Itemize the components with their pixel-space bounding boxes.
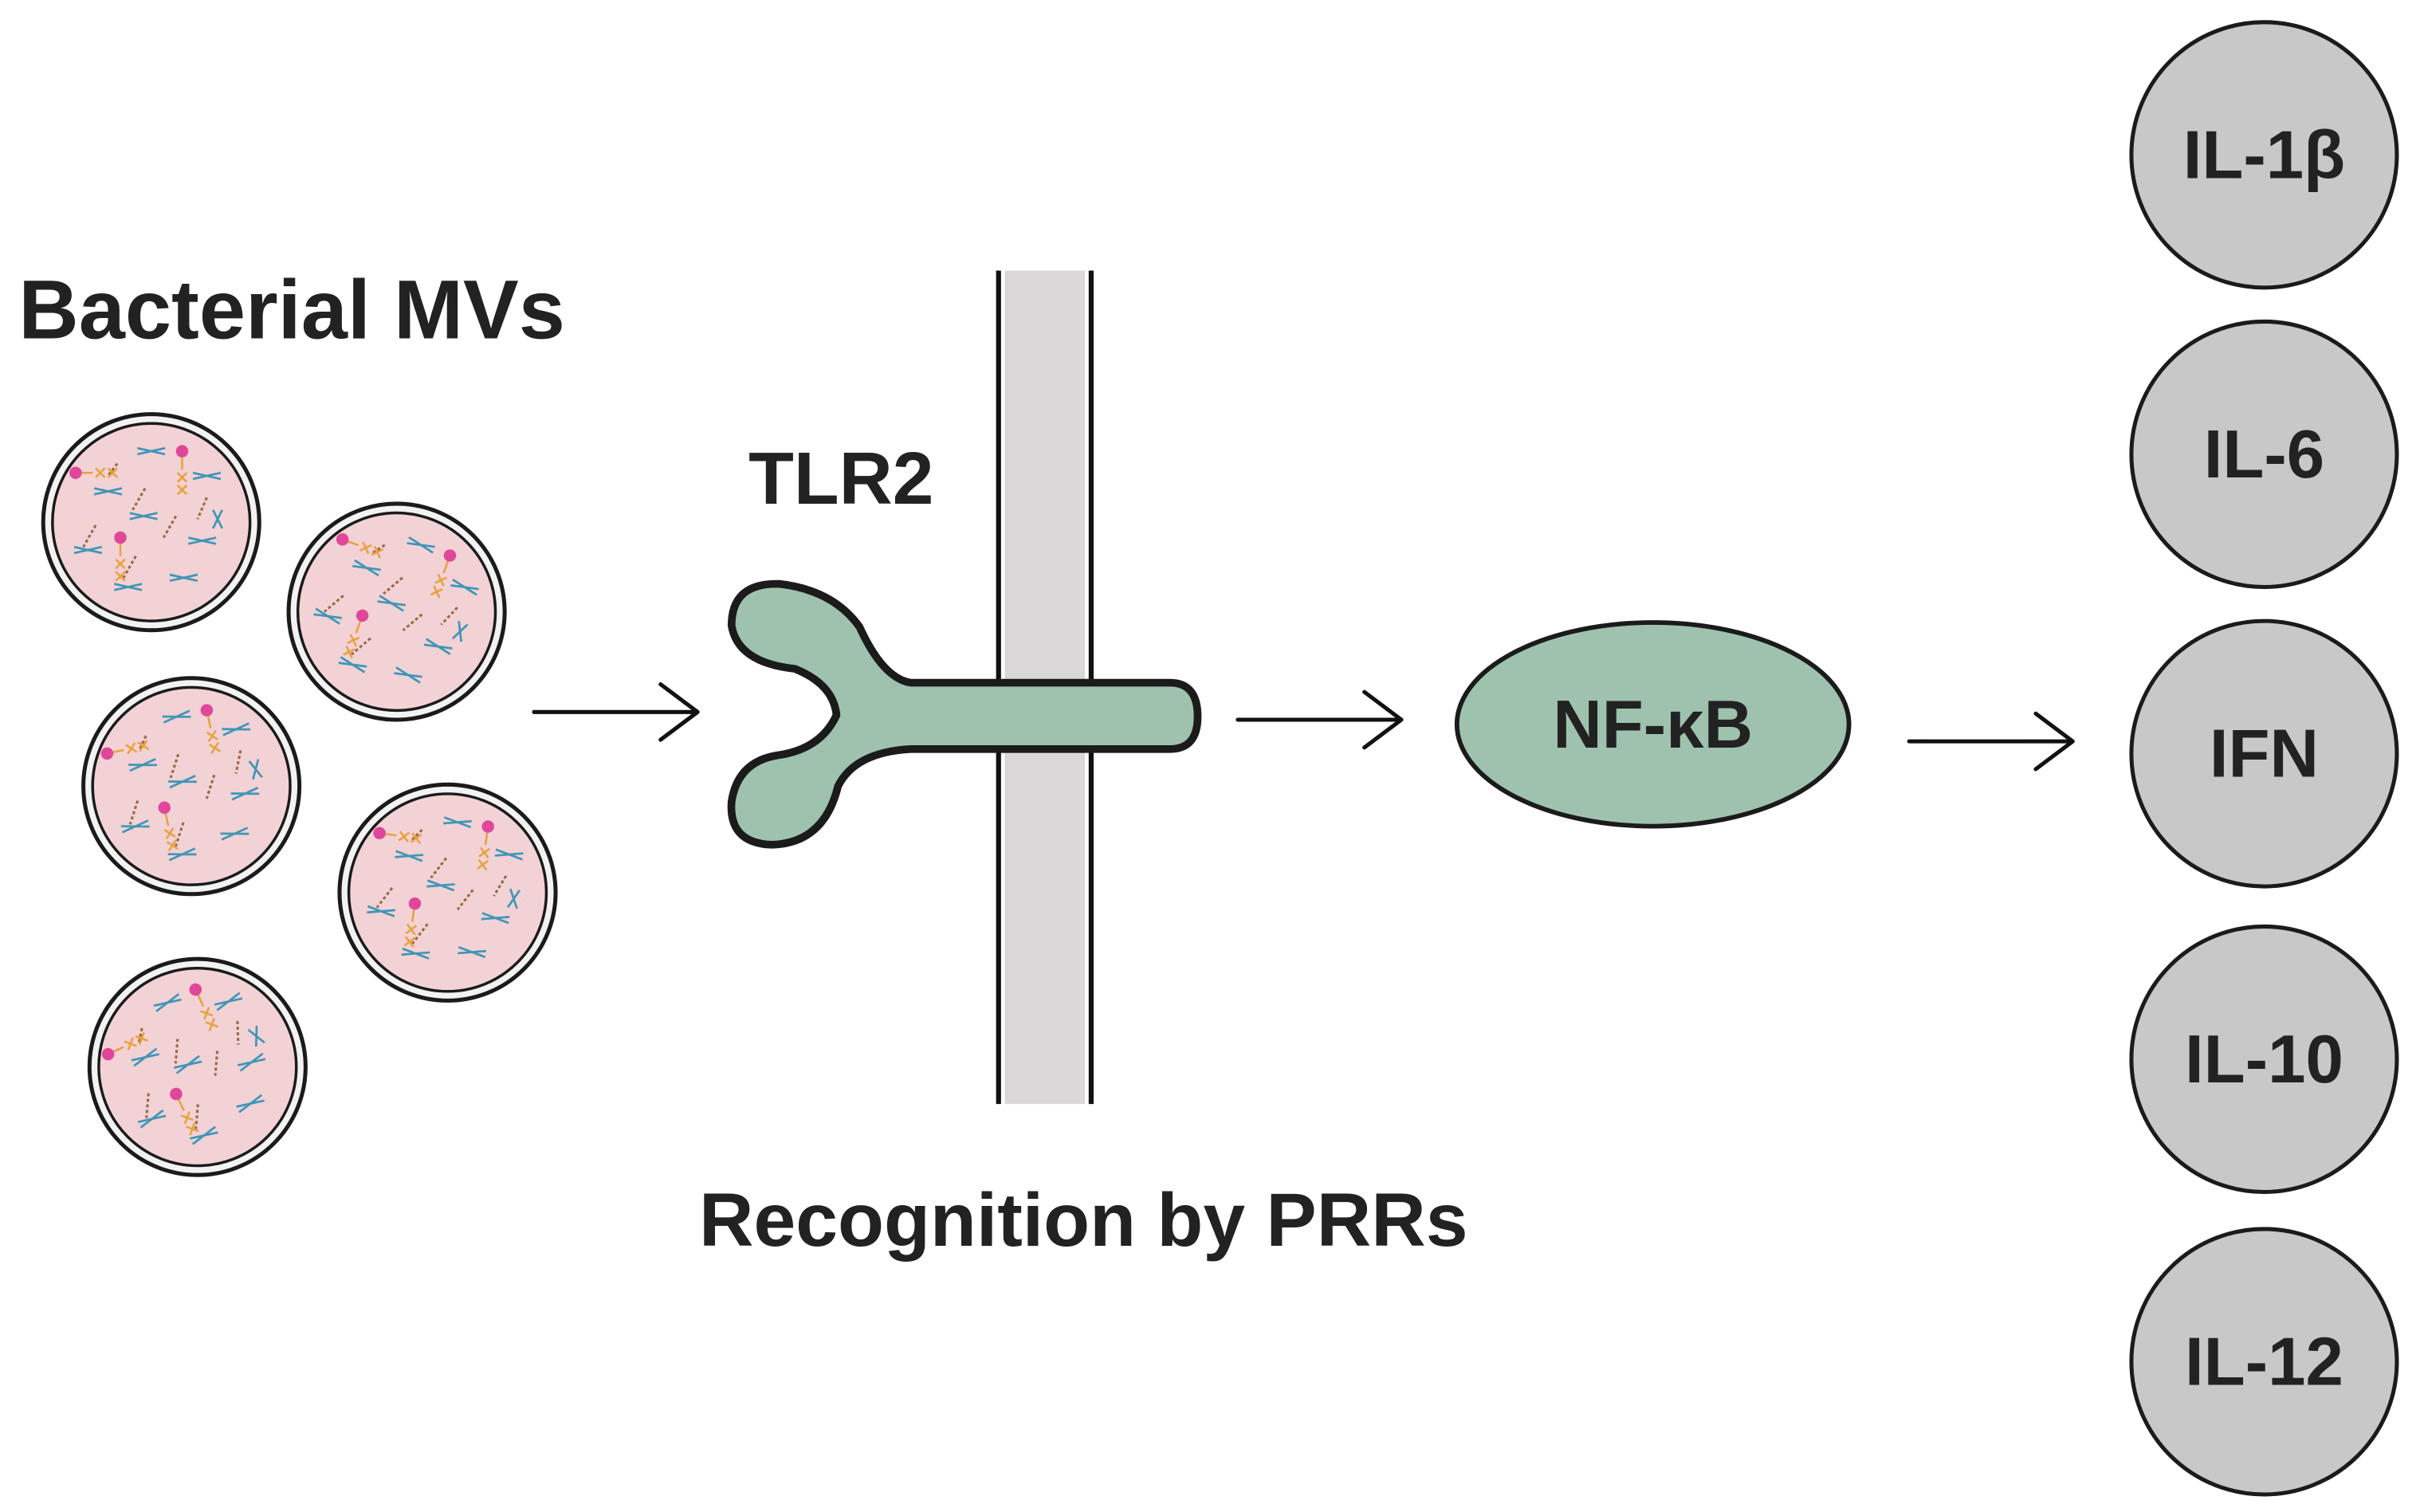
tlr2-receptor-icon	[727, 579, 1202, 849]
arrow-right-icon	[1909, 713, 2072, 769]
cytokine-label: IL-12	[2185, 1325, 2343, 1400]
nfkb-node: NF-κB	[1454, 620, 1852, 829]
cytokine-node: IFN	[2129, 619, 2399, 889]
title-bacterial-mvs: Bacterial MVs	[18, 264, 565, 357]
cytokine-node: IL-10	[2129, 924, 2399, 1195]
nfkb-label: NF-κB	[1553, 687, 1753, 763]
cytokine-label: IL-1β	[2183, 117, 2345, 193]
cytokine-label: IL-10	[2185, 1022, 2343, 1098]
cytokine-node: IL-1β	[2129, 20, 2399, 290]
cytokine-column: IL-1β IL-6 IFN IL-10 IL-12	[2129, 20, 2399, 1497]
membrane-vesicle-icon	[81, 676, 302, 897]
arrow-right-icon	[1238, 692, 1401, 748]
arrow-right-icon	[534, 684, 697, 740]
cytokine-node: IL-6	[2129, 319, 2399, 590]
cytokine-label: IL-6	[2204, 417, 2324, 493]
receptor-label-tlr2: TLR2	[748, 437, 933, 520]
membrane-vesicle-group	[41, 412, 558, 1177]
membrane-vesicle-icon	[41, 412, 261, 633]
membrane-vesicle-icon	[87, 956, 308, 1177]
caption-recognition: Recognition by PRRs	[699, 1178, 1467, 1263]
cytokine-label: IFN	[2210, 717, 2319, 792]
cytokine-node: IL-12	[2129, 1227, 2399, 1497]
membrane-vesicle-icon	[286, 501, 507, 722]
membrane-vesicle-icon	[337, 782, 558, 1003]
